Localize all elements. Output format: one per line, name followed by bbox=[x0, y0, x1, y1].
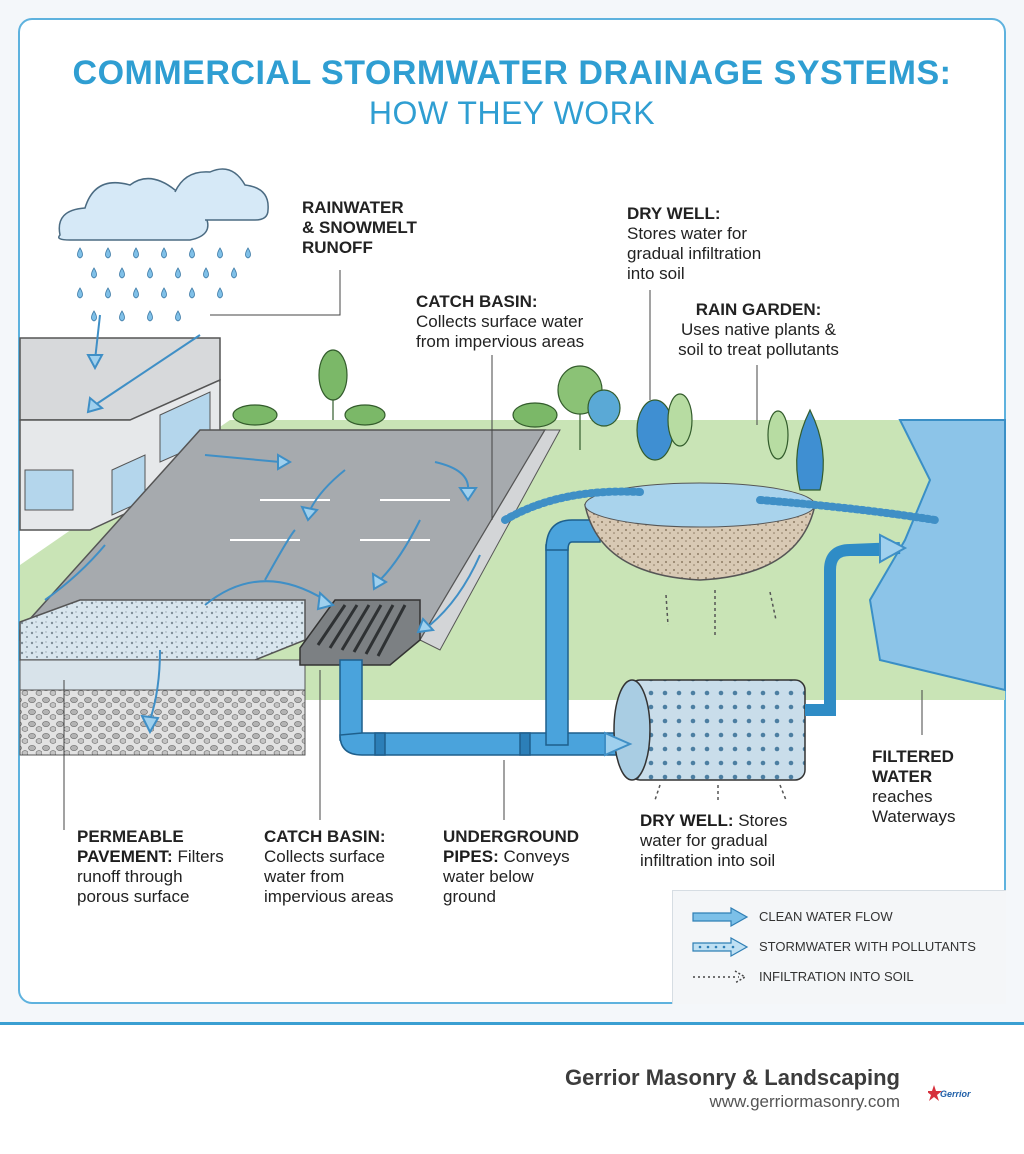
page-subtitle: HOW THEY WORK bbox=[368, 95, 656, 131]
raindrop-icon bbox=[105, 287, 111, 299]
raindrop-icon bbox=[105, 247, 111, 259]
catch-basin-bottom-line1: Collects surface bbox=[264, 847, 385, 866]
legend-label-pollutants: STORMWATER WITH POLLUTANTS bbox=[759, 939, 976, 954]
outflow-pipe bbox=[805, 544, 880, 716]
permeable-pavement-top bbox=[19, 599, 306, 661]
pipes-heading: UNDERGROUND bbox=[443, 827, 579, 846]
raindrop-icon bbox=[161, 287, 167, 299]
catch-basin-top-line1: Collects surface water bbox=[416, 312, 584, 331]
dry-well-top-line1: Stores water for bbox=[627, 224, 747, 243]
catch-basin-bottom-heading: CATCH BASIN: bbox=[264, 827, 386, 846]
solid-arrow-icon bbox=[692, 907, 749, 927]
raindrops bbox=[77, 247, 251, 322]
raindrop-icon bbox=[91, 267, 97, 279]
leader-lines bbox=[63, 270, 923, 830]
raindrop-icon bbox=[161, 247, 167, 259]
dry-well-bottom-line2: infiltration into soil bbox=[640, 851, 776, 870]
infiltration-arrows bbox=[654, 590, 787, 802]
underground-pipes bbox=[339, 519, 641, 756]
raindrop-icon bbox=[175, 267, 181, 279]
label-rainwater: RAINWATER & SNOWMELT RUNOFF bbox=[302, 198, 417, 258]
raindrop-icon bbox=[77, 287, 83, 299]
raindrop-icon bbox=[245, 247, 251, 259]
pipes-heading2: PIPES: bbox=[443, 847, 499, 866]
raindrop-icon bbox=[175, 310, 181, 322]
dry-well-top-line2: gradual infiltration bbox=[627, 244, 762, 263]
pipes-tail: Conveys bbox=[498, 847, 570, 866]
label-permeable-pavement: PERMEABLE PAVEMENT: Filters runoff throu… bbox=[77, 827, 224, 907]
rain-garden-heading: RAIN GARDEN: bbox=[695, 300, 822, 319]
sidewalk bbox=[419, 429, 561, 651]
dashed-arrow-icon bbox=[693, 970, 747, 984]
raindrop-icon bbox=[77, 247, 83, 259]
permeable-tail: Filters bbox=[172, 847, 224, 866]
raindrop-icon bbox=[217, 247, 223, 259]
building-window bbox=[24, 469, 74, 511]
raindrop-icon bbox=[147, 310, 153, 322]
trees bbox=[232, 349, 824, 491]
rain-garden-line1: Uses native plants & bbox=[681, 320, 836, 339]
label-catch-basin-bottom: CATCH BASIN: Collects surface water from… bbox=[264, 827, 393, 907]
svg-text:Gerrior: Gerrior bbox=[940, 1089, 971, 1099]
raindrop-icon bbox=[119, 310, 125, 322]
legend: CLEAN WATER FLOW STORMWATER WITH POLLUTA… bbox=[672, 890, 1006, 1004]
label-rainwater-line2: & SNOWMELT bbox=[302, 218, 417, 237]
raindrop-icon bbox=[147, 267, 153, 279]
catch-basin-grate bbox=[299, 599, 421, 666]
raindrop-icon bbox=[203, 267, 209, 279]
filtered-heading2: WATER bbox=[872, 767, 933, 786]
dry-well-tank bbox=[629, 679, 806, 781]
permeable-line2: porous surface bbox=[77, 887, 190, 906]
label-underground-pipes: UNDERGROUND PIPES: Conveys water below g… bbox=[443, 827, 579, 907]
raindrop-icon bbox=[231, 267, 237, 279]
catch-basin-bottom-line3: impervious areas bbox=[264, 887, 394, 906]
dotted-arrow-icon bbox=[692, 937, 749, 957]
dry-well-bottom-line1: water for gradual bbox=[640, 831, 768, 850]
rain-clouds bbox=[58, 168, 269, 241]
label-filtered-water: FILTERED WATER reaches Waterways bbox=[872, 747, 955, 827]
permeable-pavement-rocks bbox=[19, 689, 306, 756]
pipes-line2: ground bbox=[443, 887, 496, 906]
label-dry-well-top: DRY WELL: Stores water for gradual infil… bbox=[627, 204, 761, 284]
catch-basin-bottom-line2: water from bbox=[264, 867, 345, 886]
filtered-line1: reaches bbox=[872, 787, 933, 806]
pond bbox=[868, 419, 1006, 692]
raindrop-icon bbox=[133, 247, 139, 259]
legend-label-infiltration: INFILTRATION INTO SOIL bbox=[759, 969, 914, 984]
dry-well-bottom-tail: Stores bbox=[733, 811, 788, 830]
permeable-line1: runoff through bbox=[77, 867, 183, 886]
raindrop-icon bbox=[189, 247, 195, 259]
catch-basin-top-heading: CATCH BASIN: bbox=[416, 292, 538, 311]
label-dry-well-bottom: DRY WELL: Stores water for gradual infil… bbox=[640, 811, 787, 871]
brand-url: www.gerriormasonry.com bbox=[709, 1092, 900, 1111]
catch-basin-top-line2: from impervious areas bbox=[416, 332, 585, 351]
filtered-heading1: FILTERED bbox=[872, 747, 954, 766]
page-title: COMMERCIAL STORMWATER DRAINAGE SYSTEMS: bbox=[72, 54, 952, 92]
dry-well-bottom-heading: DRY WELL: bbox=[640, 811, 734, 830]
permeable-heading2: PAVEMENT: bbox=[77, 847, 173, 866]
raindrop-icon bbox=[91, 310, 97, 322]
filtered-line2: Waterways bbox=[872, 807, 956, 826]
permeable-pavement-layer bbox=[19, 659, 306, 691]
label-rain-garden: RAIN GARDEN: Uses native plants & soil t… bbox=[666, 300, 851, 360]
raindrop-icon bbox=[189, 287, 195, 299]
dry-well-top-heading: DRY WELL: bbox=[627, 204, 721, 223]
dry-well-top-line3: into soil bbox=[627, 264, 685, 283]
rain-garden-line2: soil to treat pollutants bbox=[678, 340, 839, 359]
drainage-illustration bbox=[19, 168, 1006, 830]
label-rainwater-line1: RAINWATER bbox=[302, 198, 404, 217]
flow-arrows bbox=[44, 314, 908, 757]
brand-logo-icon: Gerrior bbox=[928, 1085, 971, 1101]
permeable-heading: PERMEABLE bbox=[77, 827, 184, 846]
raindrop-icon bbox=[217, 287, 223, 299]
raindrop-icon bbox=[133, 287, 139, 299]
brand-name: Gerrior Masonry & Landscaping bbox=[565, 1065, 900, 1090]
poster-frame: COMMERCIAL STORMWATER DRAINAGE SYSTEMS: … bbox=[0, 0, 1024, 1025]
label-rainwater-line3: RUNOFF bbox=[302, 238, 373, 257]
raindrop-icon bbox=[119, 267, 125, 279]
label-catch-basin-top: CATCH BASIN: Collects surface water from… bbox=[416, 292, 584, 352]
pipes-line1: water below bbox=[443, 867, 534, 886]
pollutant-flow bbox=[501, 487, 939, 524]
legend-label-clean: CLEAN WATER FLOW bbox=[759, 909, 893, 924]
